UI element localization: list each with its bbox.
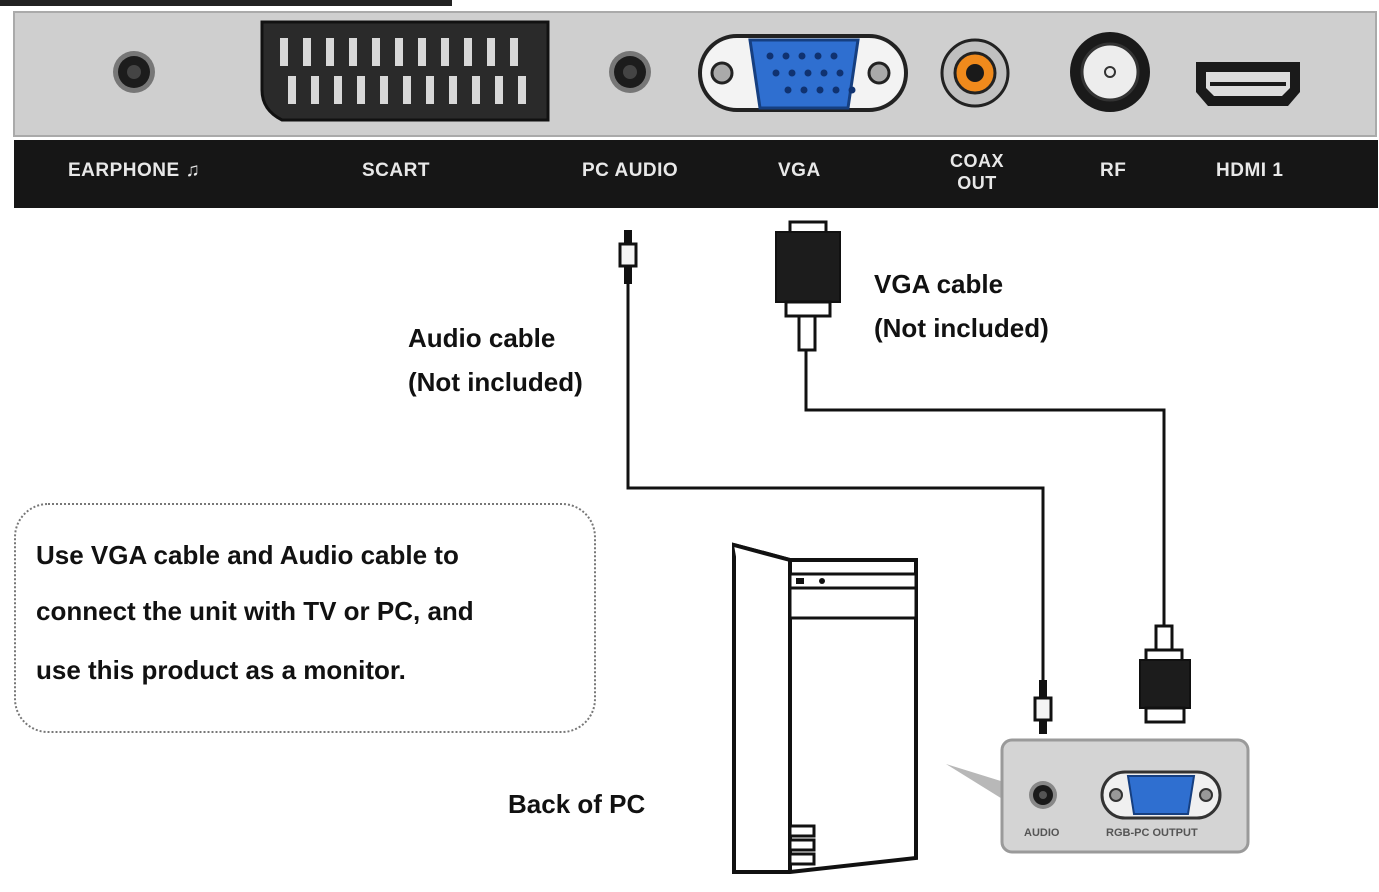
scart-pin (495, 76, 503, 104)
scart-pin (326, 38, 334, 66)
scart-port-label: SCART (362, 160, 430, 181)
tv-back-panel (13, 11, 1377, 137)
scart-pin (395, 38, 403, 66)
scart-pin (380, 76, 388, 104)
earphone-port-icon (113, 51, 155, 93)
rf-port-label: RF (1100, 160, 1127, 181)
rf-port-icon (1070, 32, 1150, 112)
vga-pin (772, 69, 780, 77)
note-line-3: use this product as a monitor. (36, 655, 406, 685)
vga-cable-caption: VGA cable (Not included) (874, 262, 1049, 350)
coax-out-port-icon (940, 38, 1010, 108)
scart-pin (487, 38, 495, 66)
vga-pin (814, 52, 822, 60)
hdmi1-port-icon (1196, 62, 1300, 106)
scart-pin (464, 38, 472, 66)
pc-vga-port-icon (1100, 770, 1222, 820)
pc-audio-jack-icon (1029, 781, 1057, 809)
scart-pin (418, 38, 426, 66)
scart-pin (357, 76, 365, 104)
note-line-1: Use VGA cable and Audio cable to (36, 540, 459, 570)
scart-pin (441, 38, 449, 66)
audio-cable-caption-line2: (Not included) (408, 367, 583, 397)
note-line-2: connect the unit with TV or PC, and (36, 596, 474, 626)
coax-label-line1: COAX (950, 151, 1005, 171)
scart-pin (349, 38, 357, 66)
audio-cable (626, 282, 1045, 684)
scart-pin (334, 76, 342, 104)
vga-cable (804, 350, 1166, 626)
vga-pin (836, 69, 844, 77)
scart-pin (449, 76, 457, 104)
scart-pin (510, 38, 518, 66)
scart-port-icon (260, 20, 550, 122)
vga-pin (848, 86, 856, 94)
hdmi1-port-label: HDMI 1 (1216, 160, 1284, 181)
pc-audio-port-label: PC AUDIO (582, 160, 679, 181)
vga-pin (798, 52, 806, 60)
scart-pin (372, 38, 380, 66)
pc-audio-port-label: AUDIO (1024, 827, 1060, 839)
vga-port-icon (698, 34, 908, 112)
vga-pin (782, 52, 790, 60)
scart-pin (472, 76, 480, 104)
back-of-pc-caption: Back of PC (508, 789, 646, 819)
scart-pin (280, 38, 288, 66)
instruction-note-box (14, 503, 596, 733)
earphone-port-label: EARPHONE ♫ (68, 160, 201, 181)
pc-audio-port-icon (609, 51, 651, 93)
scart-pin (403, 76, 411, 104)
vga-plug-top-icon (775, 220, 841, 352)
vga-pin (784, 86, 792, 94)
scart-pin (426, 76, 434, 104)
scart-pin (518, 76, 526, 104)
vga-pin (766, 52, 774, 60)
vga-pin (830, 52, 838, 60)
vga-pin (816, 86, 824, 94)
vga-pin (820, 69, 828, 77)
pc-vga-port-label: RGB-PC OUTPUT (1106, 827, 1198, 839)
audio-cable-caption-line1: Audio cable (408, 323, 556, 353)
scart-pin (288, 76, 296, 104)
vga-pin (832, 86, 840, 94)
top-edge-line (0, 0, 452, 6)
coax-out-port-label: COAX OUT (950, 150, 1004, 194)
audio-plug-top-icon (618, 230, 638, 284)
vga-pin (800, 86, 808, 94)
vga-cable-caption-line2: (Not included) (874, 313, 1049, 343)
vga-plug-bottom-icon (1139, 624, 1191, 724)
port-label-bar (14, 140, 1378, 208)
audio-cable-caption: Audio cable (Not included) (408, 316, 583, 404)
vga-cable-caption-line1: VGA cable (874, 269, 1004, 299)
audio-plug-bottom-icon (1033, 680, 1053, 734)
vga-pin (804, 69, 812, 77)
coax-label-line2: OUT (957, 173, 997, 193)
scart-pin (303, 38, 311, 66)
pc-tower-icon (732, 542, 918, 874)
vga-port-label: VGA (778, 160, 821, 181)
vga-pin (788, 69, 796, 77)
scart-pin (311, 76, 319, 104)
